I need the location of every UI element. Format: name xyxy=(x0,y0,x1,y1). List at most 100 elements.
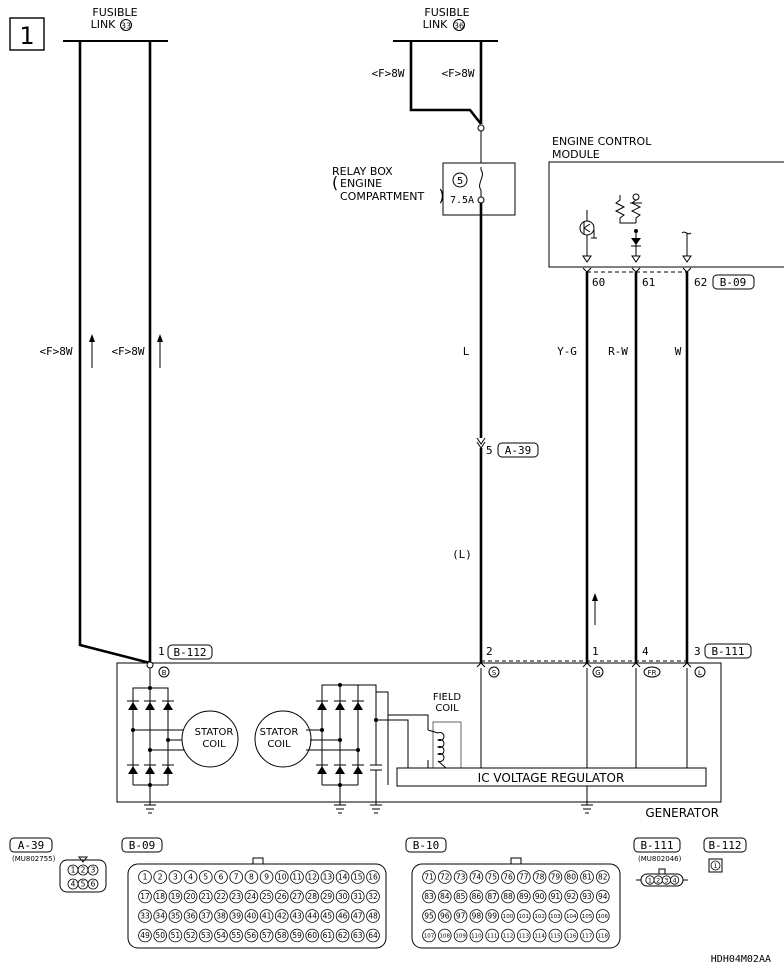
stator-coil-2-line1: STATOR xyxy=(260,727,299,738)
stator-coil-1-line2: COIL xyxy=(202,739,226,750)
wire-code-y-g: Y-G xyxy=(557,345,577,358)
b10-pin-90: 90 xyxy=(535,892,545,901)
connector-chevron-2 xyxy=(476,441,486,449)
b10-pin-72: 72 xyxy=(440,873,450,882)
b10-pin-118: 118 xyxy=(598,933,609,939)
b111-conn-box xyxy=(704,643,752,659)
relay-box-paren-open: ( xyxy=(330,173,340,192)
b09-pin-19: 19 xyxy=(171,892,181,901)
page-number: 1 xyxy=(19,22,34,50)
b112-pin-1: 1 xyxy=(713,862,717,870)
b09-pin-11-circle xyxy=(290,870,304,884)
b10-pin-74-circle xyxy=(469,870,484,884)
b09-pin-32: 32 xyxy=(368,892,378,901)
b10-pin-97-circle xyxy=(453,909,468,923)
b09-pin-5-circle xyxy=(199,870,213,884)
b10-pin-117-circle xyxy=(580,928,594,943)
b111-part-number: (MU802046) xyxy=(638,855,682,863)
b09-pin-25: 25 xyxy=(262,892,272,901)
b10-pin-92-circle xyxy=(564,889,578,904)
b09-pin-9: 9 xyxy=(264,873,269,882)
a39-pin: 5 xyxy=(486,444,493,457)
b111-pin-4: 4 xyxy=(642,645,649,658)
b10-pin-110-circle xyxy=(469,928,484,943)
fusible-link-36-line1: FUSIBLE xyxy=(424,6,469,19)
b09-pin-53: 53 xyxy=(201,931,211,940)
b09-pin-10: 10 xyxy=(277,873,287,882)
ecm-pin-61: 61 xyxy=(642,276,655,289)
b09-pin-45-circle xyxy=(320,909,335,923)
b10-pin-99-circle xyxy=(485,909,500,923)
b09-pin-38-circle xyxy=(214,909,228,923)
b10-pin-78: 78 xyxy=(535,873,545,882)
a39-pin-3: 3 xyxy=(91,866,96,875)
b10-pin-76: 76 xyxy=(503,873,513,882)
b111-pin-4: 4 xyxy=(673,876,677,884)
wire-code-f8w-3: <F>8W xyxy=(371,67,404,80)
page-number-box xyxy=(9,17,45,51)
b09-pin-11: 11 xyxy=(292,873,302,882)
b112-connector-view xyxy=(708,858,723,873)
a39-conn-label: A-39 xyxy=(505,444,532,457)
b10-pin-101: 101 xyxy=(519,914,530,920)
b09-pin-51: 51 xyxy=(171,931,181,940)
b09-pin-4: 4 xyxy=(188,873,193,882)
b10-pin-110: 110 xyxy=(471,933,482,939)
b10-pin-91: 91 xyxy=(551,892,561,901)
relay-fuse-terminal-bottom xyxy=(477,196,485,204)
b09-pin-45: 45 xyxy=(323,912,333,921)
b09-conn-label: B-09 xyxy=(720,276,747,289)
b09-pin-56-circle xyxy=(244,928,259,943)
b111-pin-2: 2 xyxy=(486,645,493,658)
b10-pin-84: 84 xyxy=(440,892,450,901)
b10-pin-98: 98 xyxy=(472,912,482,921)
b111-pin-3: 3 xyxy=(664,876,668,884)
b09-pin-63: 63 xyxy=(353,931,363,940)
fusible-link-36-num: 36 xyxy=(454,22,464,31)
b09-pin-15: 15 xyxy=(353,873,363,882)
relay-fuse-num-circle xyxy=(452,172,468,188)
b09-pin-1-circle xyxy=(138,870,152,884)
b09-pin-39-circle xyxy=(229,909,244,923)
connector-chevron-1 xyxy=(476,437,486,445)
relay-fuse-terminal-top xyxy=(477,124,485,132)
b09-pin-27-circle xyxy=(290,889,304,904)
b09-pin-58-circle xyxy=(274,928,289,943)
b09-pin-30-circle xyxy=(335,889,350,904)
b10-pin-83-circle xyxy=(422,889,436,904)
b10-pin-113-circle xyxy=(516,928,531,943)
b10-pin-91-circle xyxy=(548,889,563,904)
b10-pin-114: 114 xyxy=(534,933,545,939)
b09-pin-18: 18 xyxy=(155,892,165,901)
b09-view-label-box xyxy=(121,837,163,853)
b09-pin-40: 40 xyxy=(247,912,257,921)
b09-pin-23: 23 xyxy=(231,892,241,901)
b10-pin-86: 86 xyxy=(472,892,482,901)
b112-view-label: B-112 xyxy=(708,839,741,852)
b10-pin-104: 104 xyxy=(566,914,577,920)
b10-pin-85: 85 xyxy=(456,892,466,901)
terminal-b-circle xyxy=(158,666,170,678)
b09-pin-33-circle xyxy=(138,909,152,923)
b09-pin-24: 24 xyxy=(247,892,257,901)
b09-pin-34: 34 xyxy=(155,912,165,921)
b09-pin-3: 3 xyxy=(173,873,178,882)
terminal-fr: FR xyxy=(648,669,657,677)
relay-box-paren-close: ) xyxy=(437,186,447,205)
terminal-fr-circle xyxy=(643,666,661,678)
b10-pin-111-circle xyxy=(485,928,500,943)
field-coil-line1: FIELD xyxy=(433,692,462,703)
b09-pin-38: 38 xyxy=(216,912,226,921)
b09-pin-40-circle xyxy=(244,909,259,923)
b112-conn-label: B-112 xyxy=(173,646,206,659)
b10-pin-89-circle xyxy=(516,889,531,904)
b10-pin-82-circle xyxy=(595,870,610,884)
b09-pin-22: 22 xyxy=(216,892,226,901)
b09-pin-36: 36 xyxy=(186,912,196,921)
a39-pin-3-circle xyxy=(87,864,99,876)
wire-code-f8w-2: <F>8W xyxy=(111,345,144,358)
b10-pin-73: 73 xyxy=(456,873,466,882)
wire-f8w-right-1 xyxy=(409,41,483,125)
b10-pin-81: 81 xyxy=(582,873,592,882)
